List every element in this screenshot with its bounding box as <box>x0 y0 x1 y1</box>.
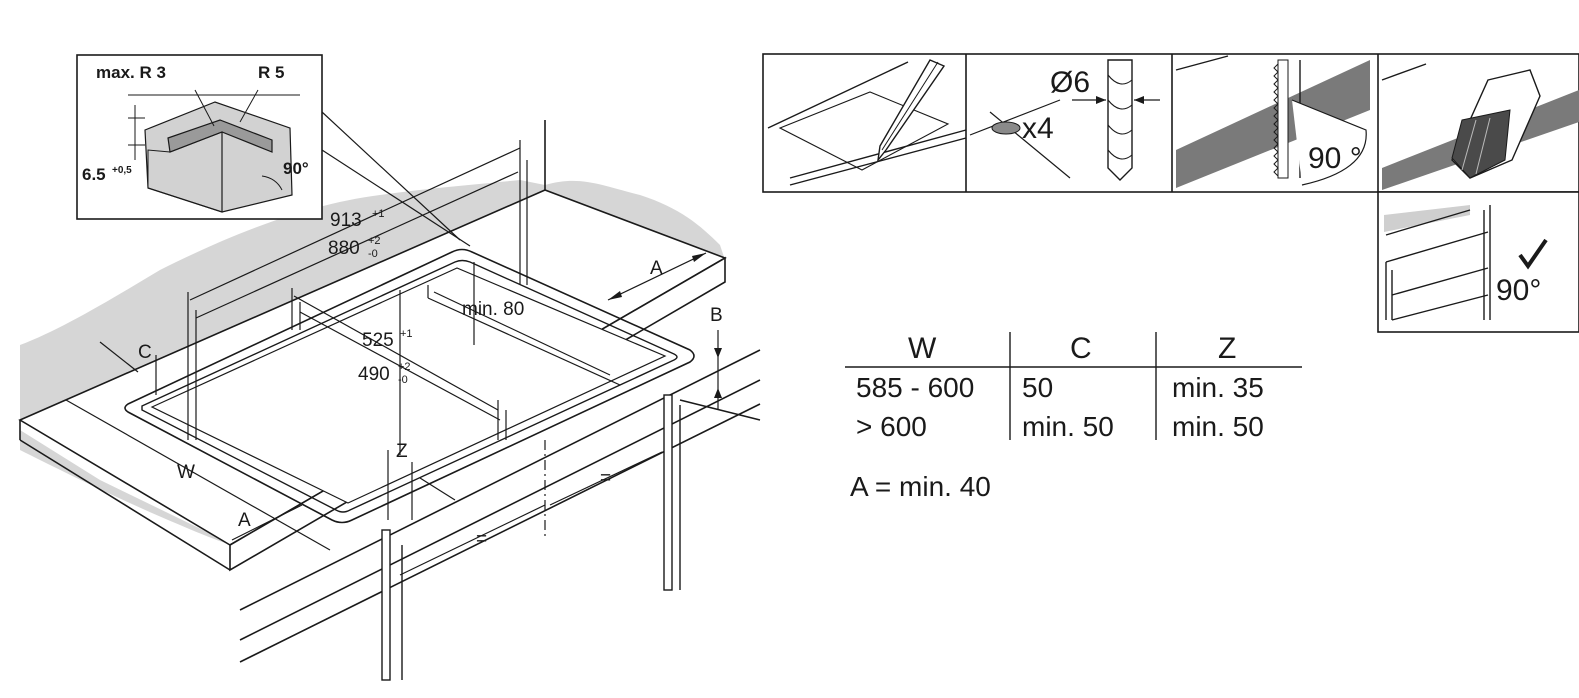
table-header-c: C <box>1070 332 1092 365</box>
inner-width-tol-top: +2 <box>368 235 381 247</box>
pencil-icon <box>876 59 946 163</box>
outer-depth-label: 525 <box>362 330 394 351</box>
label-b: B <box>710 305 723 326</box>
inset-depth-tol: +0,5 <box>112 165 132 176</box>
table-header-z: Z <box>1218 332 1236 365</box>
table-cell-r1-w: 585 - 600 <box>856 372 974 403</box>
outer-depth-tol: +1 <box>400 328 413 340</box>
table-note: A = min. 40 <box>850 471 991 502</box>
inner-depth-tol-top: +2 <box>398 361 411 373</box>
table-cell-r1-c: 50 <box>1022 372 1053 403</box>
wall-shading <box>20 180 725 420</box>
check-angle: 90° <box>1496 274 1541 307</box>
inner-depth-tol-bottom: -0 <box>398 374 408 386</box>
step-check-panel: 90° <box>1377 191 1579 333</box>
table-cell-r2-w: > 600 <box>856 411 927 442</box>
outer-width-tol: +1 <box>372 208 385 220</box>
drill-hole-icon <box>991 121 1021 135</box>
checkmark-icon <box>1518 238 1548 270</box>
inset-r: R 5 <box>258 63 284 82</box>
label-c: C <box>138 342 152 363</box>
table-cell-r2-c: min. 50 <box>1022 411 1114 442</box>
step-panels: Ø6 x4 90 ° <box>762 53 1579 333</box>
label-equal-left: = <box>476 529 487 550</box>
drill-count: x4 <box>1022 112 1054 145</box>
table-cell-r1-z: min. 35 <box>1172 372 1264 403</box>
edge-detail-inset: max. R 3 R 5 6.5 +0,5 90° <box>76 54 323 220</box>
inner-depth-label: 490 <box>358 364 390 385</box>
drill-diameter: Ø6 <box>1050 66 1090 99</box>
label-equal-right: = <box>600 468 611 489</box>
min-gap-label: min. 80 <box>462 299 524 320</box>
inner-width-tol-bottom: -0 <box>368 248 378 260</box>
floor-shading-2 <box>20 345 90 365</box>
cutout-inner <box>141 259 678 513</box>
dimension-table: W C Z 585 - 600 50 min. 35 > 600 min. 50… <box>845 332 1302 502</box>
worktop-drawing: 913 +1 880 +2 -0 525 +1 490 +2 -0 min. 8… <box>18 111 761 681</box>
inset-angle: 90° <box>283 159 309 178</box>
step-seal-panel <box>1381 63 1579 190</box>
cutout-outer <box>124 248 695 524</box>
saw-blade-icon <box>1277 59 1289 179</box>
drill-bit-icon <box>1107 59 1133 181</box>
table-cell-r2-z: min. 50 <box>1172 411 1264 442</box>
label-a-front: A <box>238 510 251 531</box>
inset-depth: 6.5 <box>82 165 106 184</box>
saw-angle: 90 ° <box>1308 142 1362 175</box>
label-a-back: A <box>650 258 663 279</box>
inner-width-label: 880 <box>328 238 360 259</box>
table-header-w: W <box>908 332 937 365</box>
inset-max-r: max. R 3 <box>96 63 166 82</box>
step-drill-panel: Ø6 x4 <box>969 59 1160 181</box>
label-z: Z <box>396 441 408 462</box>
step-saw-panel: 90 ° <box>1175 55 1370 188</box>
step-mark-panel <box>767 59 967 186</box>
outer-width-label: 913 <box>330 210 362 231</box>
label-w: W <box>177 462 195 483</box>
